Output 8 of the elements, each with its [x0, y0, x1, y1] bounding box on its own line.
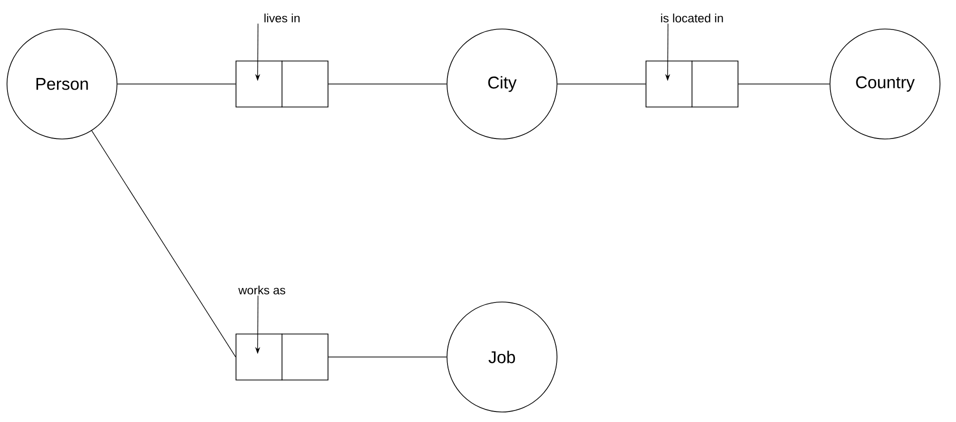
role-box	[236, 60, 328, 108]
reading-label: works as	[238, 286, 286, 294]
connector-line	[91, 130, 236, 358]
role-box	[236, 333, 328, 381]
reading-label: is located in	[661, 14, 723, 22]
reading-label: lives in	[264, 14, 300, 22]
connector-line	[328, 356, 447, 358]
role-box	[646, 60, 738, 108]
